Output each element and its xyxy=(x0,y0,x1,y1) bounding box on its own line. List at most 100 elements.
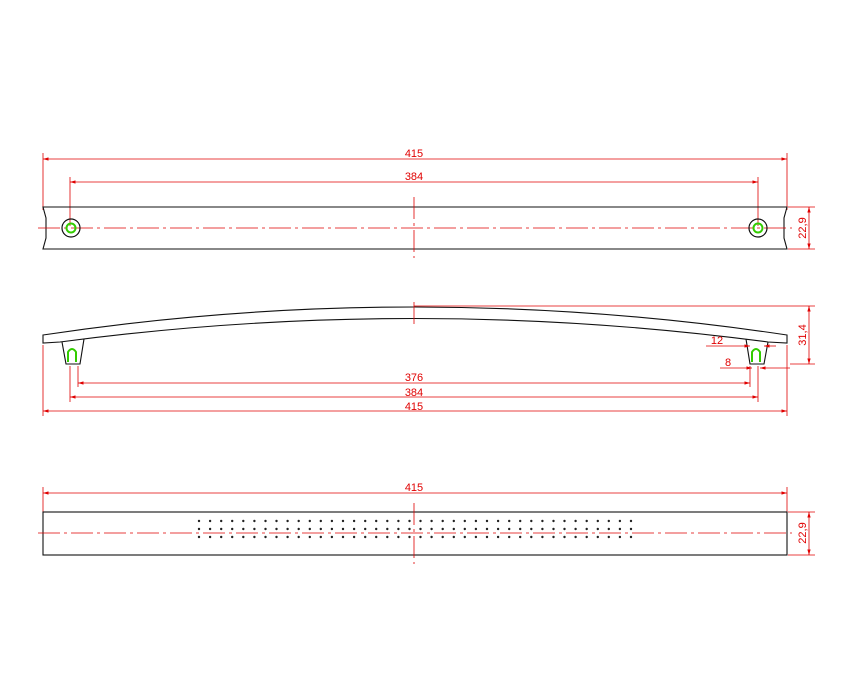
pattern-dot xyxy=(352,527,356,531)
pattern-dot xyxy=(208,519,212,523)
pattern-dot xyxy=(452,519,455,523)
pattern-dot xyxy=(563,519,566,523)
pattern-dot xyxy=(441,519,444,523)
pattern-dot xyxy=(197,535,201,539)
side-inner-span-dimension: 376 xyxy=(78,372,750,385)
pattern-dot xyxy=(231,527,234,531)
pattern-dot xyxy=(364,527,367,531)
front-view-dot-pattern xyxy=(197,519,633,539)
pattern-dot xyxy=(452,527,455,531)
top-hole-spacing-dimension: 384 xyxy=(69,171,759,226)
pattern-dot xyxy=(231,535,234,539)
pattern-dot xyxy=(220,535,223,539)
side-arch-height-label: 31,4 xyxy=(797,324,809,345)
pattern-dot xyxy=(574,535,577,539)
pattern-dot xyxy=(319,519,322,523)
top-view-outline xyxy=(42,206,788,250)
pattern-dot xyxy=(297,519,300,523)
pattern-dot xyxy=(286,527,289,531)
top-height-label: 22,9 xyxy=(797,217,809,238)
pattern-dot xyxy=(330,535,334,539)
pattern-dot xyxy=(419,535,422,539)
pattern-dot xyxy=(463,527,466,531)
pattern-dot xyxy=(574,519,577,523)
pattern-dot xyxy=(485,535,489,539)
pattern-dot xyxy=(220,527,223,531)
pattern-dot xyxy=(508,527,511,531)
pattern-dot xyxy=(408,535,411,539)
pattern-dot xyxy=(197,519,201,523)
pattern-dot xyxy=(364,519,367,523)
pattern-dot xyxy=(286,519,289,523)
pattern-dot xyxy=(552,519,555,523)
front-overall-length-label: 415 xyxy=(405,482,423,494)
pattern-dot xyxy=(419,519,422,523)
pattern-dot xyxy=(386,535,389,539)
pattern-dot xyxy=(308,535,311,539)
pattern-dot xyxy=(242,535,245,539)
pattern-dot xyxy=(197,527,201,531)
pattern-dot xyxy=(264,535,267,539)
side-thread-width-dimension: 8 xyxy=(720,357,790,370)
pattern-dot xyxy=(530,535,533,539)
side-foot-width-label: 12 xyxy=(711,335,723,347)
side-view: 31,4 12 8 376 384 xyxy=(42,302,815,416)
pattern-dot xyxy=(275,527,278,531)
pattern-dot xyxy=(286,535,289,539)
side-foot-width-dimension: 12 xyxy=(706,335,776,348)
pattern-dot xyxy=(208,535,212,539)
side-view-left-leg xyxy=(61,338,85,365)
front-height-label: 22,9 xyxy=(797,522,809,543)
pattern-dot xyxy=(552,535,555,539)
side-hole-spacing-dimension: 384 xyxy=(70,387,758,399)
pattern-dot xyxy=(629,527,633,531)
pattern-dot xyxy=(352,519,356,523)
pattern-dot xyxy=(508,535,511,539)
pattern-dot xyxy=(607,519,610,523)
top-overall-length-dimension: 415 xyxy=(42,148,788,210)
pattern-dot xyxy=(596,519,599,523)
pattern-dot xyxy=(386,519,389,523)
top-overall-length-label: 415 xyxy=(405,148,423,160)
pattern-dot xyxy=(242,519,245,523)
pattern-dot xyxy=(297,535,300,539)
top-height-dimension: 22,9 xyxy=(788,206,815,250)
pattern-dot xyxy=(341,535,345,539)
pattern-dot xyxy=(397,519,400,523)
pattern-dot xyxy=(341,519,345,523)
pattern-dot xyxy=(541,527,544,531)
front-height-dimension: 22,9 xyxy=(788,511,815,556)
pattern-dot xyxy=(341,527,345,531)
pattern-dot xyxy=(574,527,577,531)
pattern-dot xyxy=(496,519,500,523)
side-view-left-thread-icon xyxy=(67,348,77,362)
pattern-dot xyxy=(319,527,322,531)
pattern-dot xyxy=(519,527,522,531)
pattern-dot xyxy=(253,527,256,531)
top-view: 415 384 22,9 xyxy=(38,148,815,258)
side-overall-length-dimension: 415 xyxy=(43,401,787,413)
side-view-arch-outline xyxy=(42,306,788,344)
pattern-dot xyxy=(408,527,411,531)
pattern-dot xyxy=(496,535,500,539)
pattern-dot xyxy=(552,527,555,531)
pattern-dot xyxy=(585,519,588,523)
pattern-dot xyxy=(474,519,478,523)
pattern-dot xyxy=(430,535,433,539)
pattern-dot xyxy=(629,535,633,539)
pattern-dot xyxy=(397,535,400,539)
pattern-dot xyxy=(541,519,544,523)
pattern-dot xyxy=(519,519,522,523)
side-view-right-thread-icon xyxy=(751,348,761,362)
pattern-dot xyxy=(386,527,389,531)
pattern-dot xyxy=(485,527,489,531)
pattern-dot xyxy=(330,519,334,523)
pattern-dot xyxy=(352,535,356,539)
pattern-dot xyxy=(264,527,267,531)
pattern-dot xyxy=(275,535,278,539)
pattern-dot xyxy=(463,535,466,539)
pattern-dot xyxy=(208,527,212,531)
top-left-mounting-hole xyxy=(61,218,81,238)
pattern-dot xyxy=(474,527,478,531)
pattern-dot xyxy=(242,527,245,531)
